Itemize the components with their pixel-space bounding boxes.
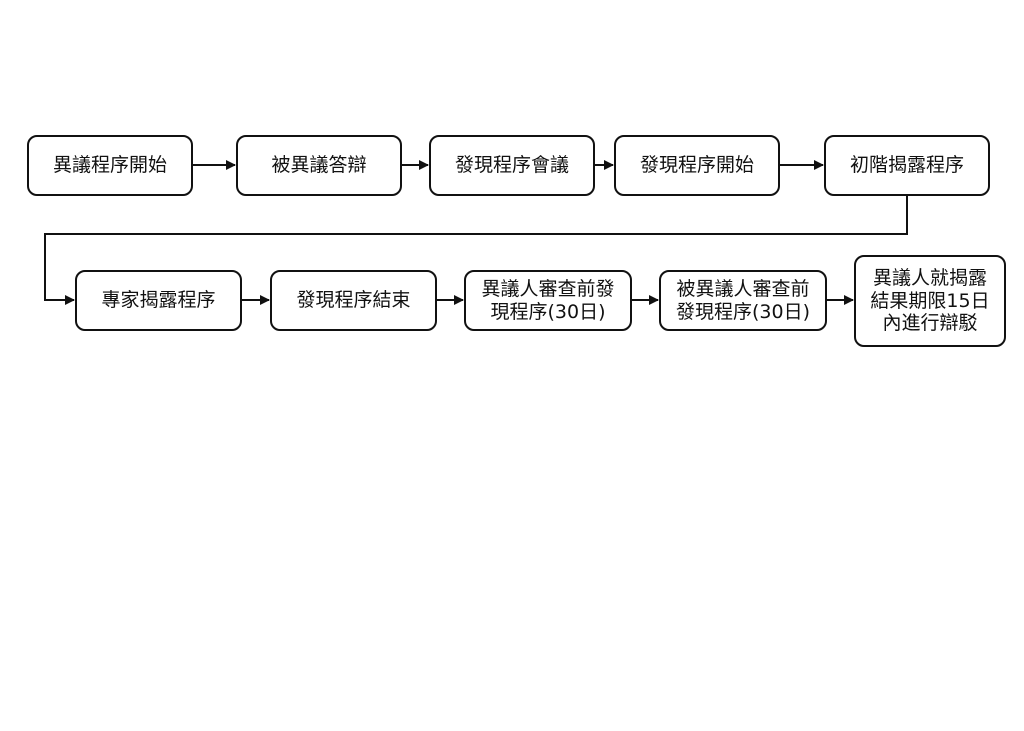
step-initial-disclosure: 初階揭露程序: [824, 135, 990, 196]
step-respondent-pretrial-discovery: 被異議人審查前 發現程序(30日): [659, 270, 827, 331]
step-objector-rebuttal: 異議人就揭露 結果期限15日 內進行辯駁: [854, 255, 1006, 347]
arrow-s5-to-s6: [44, 196, 908, 305]
step-discovery-start: 發現程序開始: [614, 135, 780, 196]
step-objector-pretrial-discovery: 異議人審查前發 現程序(30日): [464, 270, 632, 331]
step-discovery-end: 發現程序結束: [270, 270, 437, 331]
step-discovery-conference: 發現程序會議: [429, 135, 595, 196]
step-respondent-answer: 被異議答辯: [236, 135, 402, 196]
step-expert-disclosure: 專家揭露程序: [75, 270, 242, 331]
step-objection-start: 異議程序開始: [27, 135, 193, 196]
